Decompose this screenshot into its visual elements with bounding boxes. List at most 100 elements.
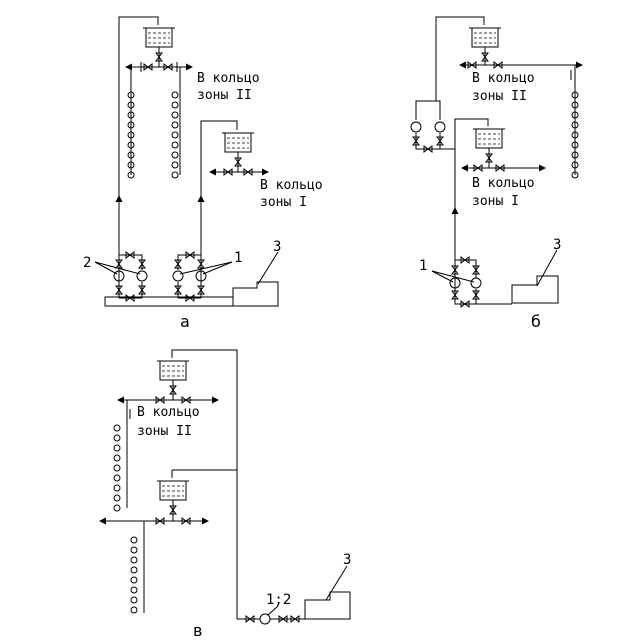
valve-icon	[472, 290, 480, 300]
valve-icon	[163, 63, 173, 71]
consumer-icon	[127, 141, 135, 149]
consumer-icon	[113, 494, 121, 502]
consumer-icon	[130, 536, 138, 544]
consumer-icon	[130, 546, 138, 554]
zone-2-label-line2: зоны II	[472, 89, 527, 104]
valve-icon	[174, 285, 182, 295]
callout-tank-3: 3	[553, 237, 561, 253]
reservoir-tank	[304, 591, 351, 620]
pump-station-b	[449, 259, 512, 305]
valve-icon	[495, 164, 505, 172]
consumer-icon	[113, 454, 121, 462]
valve-icon	[185, 294, 195, 302]
zone-2-label-line1: В кольцо	[197, 71, 260, 86]
callout-tank-3: 3	[343, 552, 351, 568]
callout-pumps-1: 1	[234, 250, 242, 266]
consumer-icon	[127, 151, 135, 159]
valve-icon	[451, 290, 459, 300]
valve-icon	[472, 265, 480, 275]
valve-icon	[185, 251, 195, 259]
valve-set	[115, 52, 505, 623]
valve-icon	[169, 505, 177, 515]
reservoir-tank	[232, 281, 279, 307]
riser-zone-2	[435, 16, 485, 101]
booster-pumps-b	[410, 100, 455, 150]
callout-leader	[202, 261, 233, 275]
callout-leader	[325, 565, 348, 601]
valve-icon	[143, 63, 153, 71]
consumer-icon	[171, 111, 179, 119]
valve-icon	[181, 517, 191, 525]
consumer-icon	[130, 586, 138, 594]
consumer-icon	[127, 171, 135, 179]
valve-icon	[115, 259, 123, 269]
consumer-icon	[571, 151, 579, 159]
valve-icon	[460, 256, 470, 264]
callout-pump-1-2: 1;2	[266, 592, 291, 608]
valve-icon	[493, 61, 503, 69]
zone-1-label-line2: зоны I	[472, 194, 519, 209]
riser-main	[171, 349, 238, 619]
riser-zone-1	[200, 120, 238, 298]
consumer-icon	[113, 464, 121, 472]
pump-station-a	[113, 254, 207, 299]
valve-icon	[115, 285, 123, 295]
valve-icon	[473, 164, 483, 172]
valve-icon	[423, 145, 433, 153]
pump-icon	[434, 121, 446, 133]
callout-leader	[536, 249, 558, 287]
consumer-icon	[113, 484, 121, 492]
valve-icon	[197, 259, 205, 269]
valve-icon	[125, 251, 135, 259]
consumer-column	[113, 424, 121, 512]
valve-icon	[460, 300, 470, 308]
pump-icon	[259, 613, 271, 625]
valve-icon	[234, 157, 242, 167]
consumer-icon	[171, 121, 179, 129]
consumer-icon	[171, 161, 179, 169]
water-tower-zone-2	[143, 27, 175, 67]
valve-icon	[125, 294, 135, 302]
consumer-icon	[171, 151, 179, 159]
valve-icon	[451, 265, 459, 275]
riser-zone-2	[118, 16, 159, 298]
callout-tank-3: 3	[273, 239, 281, 255]
consumer-icon	[127, 121, 135, 129]
consumer-icon	[127, 111, 135, 119]
valve-icon	[223, 168, 233, 176]
consumer-icon	[171, 91, 179, 99]
consumer-icon	[571, 171, 579, 179]
consumer-icon	[127, 131, 135, 139]
pump-icon	[136, 270, 148, 282]
pump-icon	[113, 270, 125, 282]
consumer-icon	[571, 101, 579, 109]
valve-icon	[155, 517, 165, 525]
diagram-a: В кольцо зоны II В кольцо зоны I	[83, 16, 323, 331]
valve-icon	[138, 259, 146, 269]
valve-icon	[481, 52, 489, 62]
consumer-icon	[571, 161, 579, 169]
zone-2-label-line2: зоны II	[137, 424, 192, 439]
consumer-icon	[171, 101, 179, 109]
pump-icon	[449, 277, 461, 289]
zone-1-label-line1: В кольцо	[260, 178, 323, 193]
pump-icon	[470, 277, 482, 289]
valve-icon	[169, 385, 177, 395]
diagram-c: В кольцо зоны II 1;2 3 в	[99, 349, 351, 640]
consumer-column	[127, 91, 135, 179]
valve-icon	[436, 136, 444, 146]
zone-1-label-line1: В кольцо	[472, 176, 535, 191]
consumer-icon	[130, 596, 138, 604]
zone-1-label-line2: зоны I	[260, 195, 307, 210]
water-tower-zone-1	[157, 480, 189, 521]
consumer-column	[130, 536, 138, 614]
pump-icon	[410, 121, 422, 133]
consumer-icon	[113, 474, 121, 482]
water-tower-zone-2	[469, 27, 501, 65]
zone-2-label-line2: зоны II	[197, 88, 252, 103]
callout-leader	[267, 605, 279, 616]
callout-leader	[179, 261, 233, 275]
consumer-icon	[127, 101, 135, 109]
consumer-icon	[130, 556, 138, 564]
consumer-icon	[571, 131, 579, 139]
